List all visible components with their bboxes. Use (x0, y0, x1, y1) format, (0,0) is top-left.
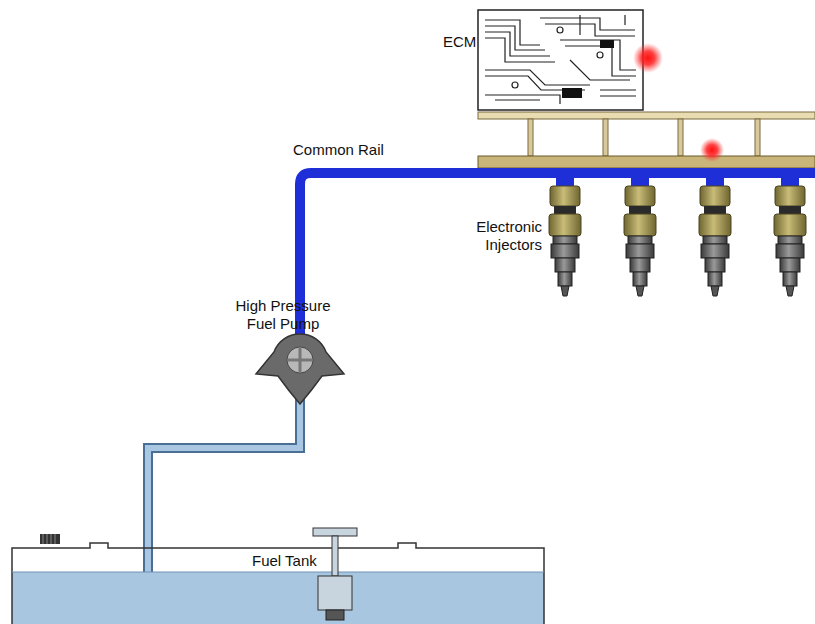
part-label: ECM (443, 33, 476, 51)
part-label: Electronic Injectors (462, 218, 542, 254)
injector-set (549, 178, 806, 296)
pump-symbol (256, 334, 344, 404)
ecm-board (478, 10, 663, 110)
low-pressure-line (148, 385, 318, 600)
high-pressure-line (300, 173, 815, 342)
rail-manifold (478, 112, 815, 168)
fuel-tank (12, 528, 544, 624)
part-label: Common Rail (293, 141, 384, 159)
part-label: Fuel Tank (252, 552, 317, 570)
part-label: High Pressure Fuel Pump (228, 297, 338, 333)
pressure-sensor (700, 138, 724, 162)
